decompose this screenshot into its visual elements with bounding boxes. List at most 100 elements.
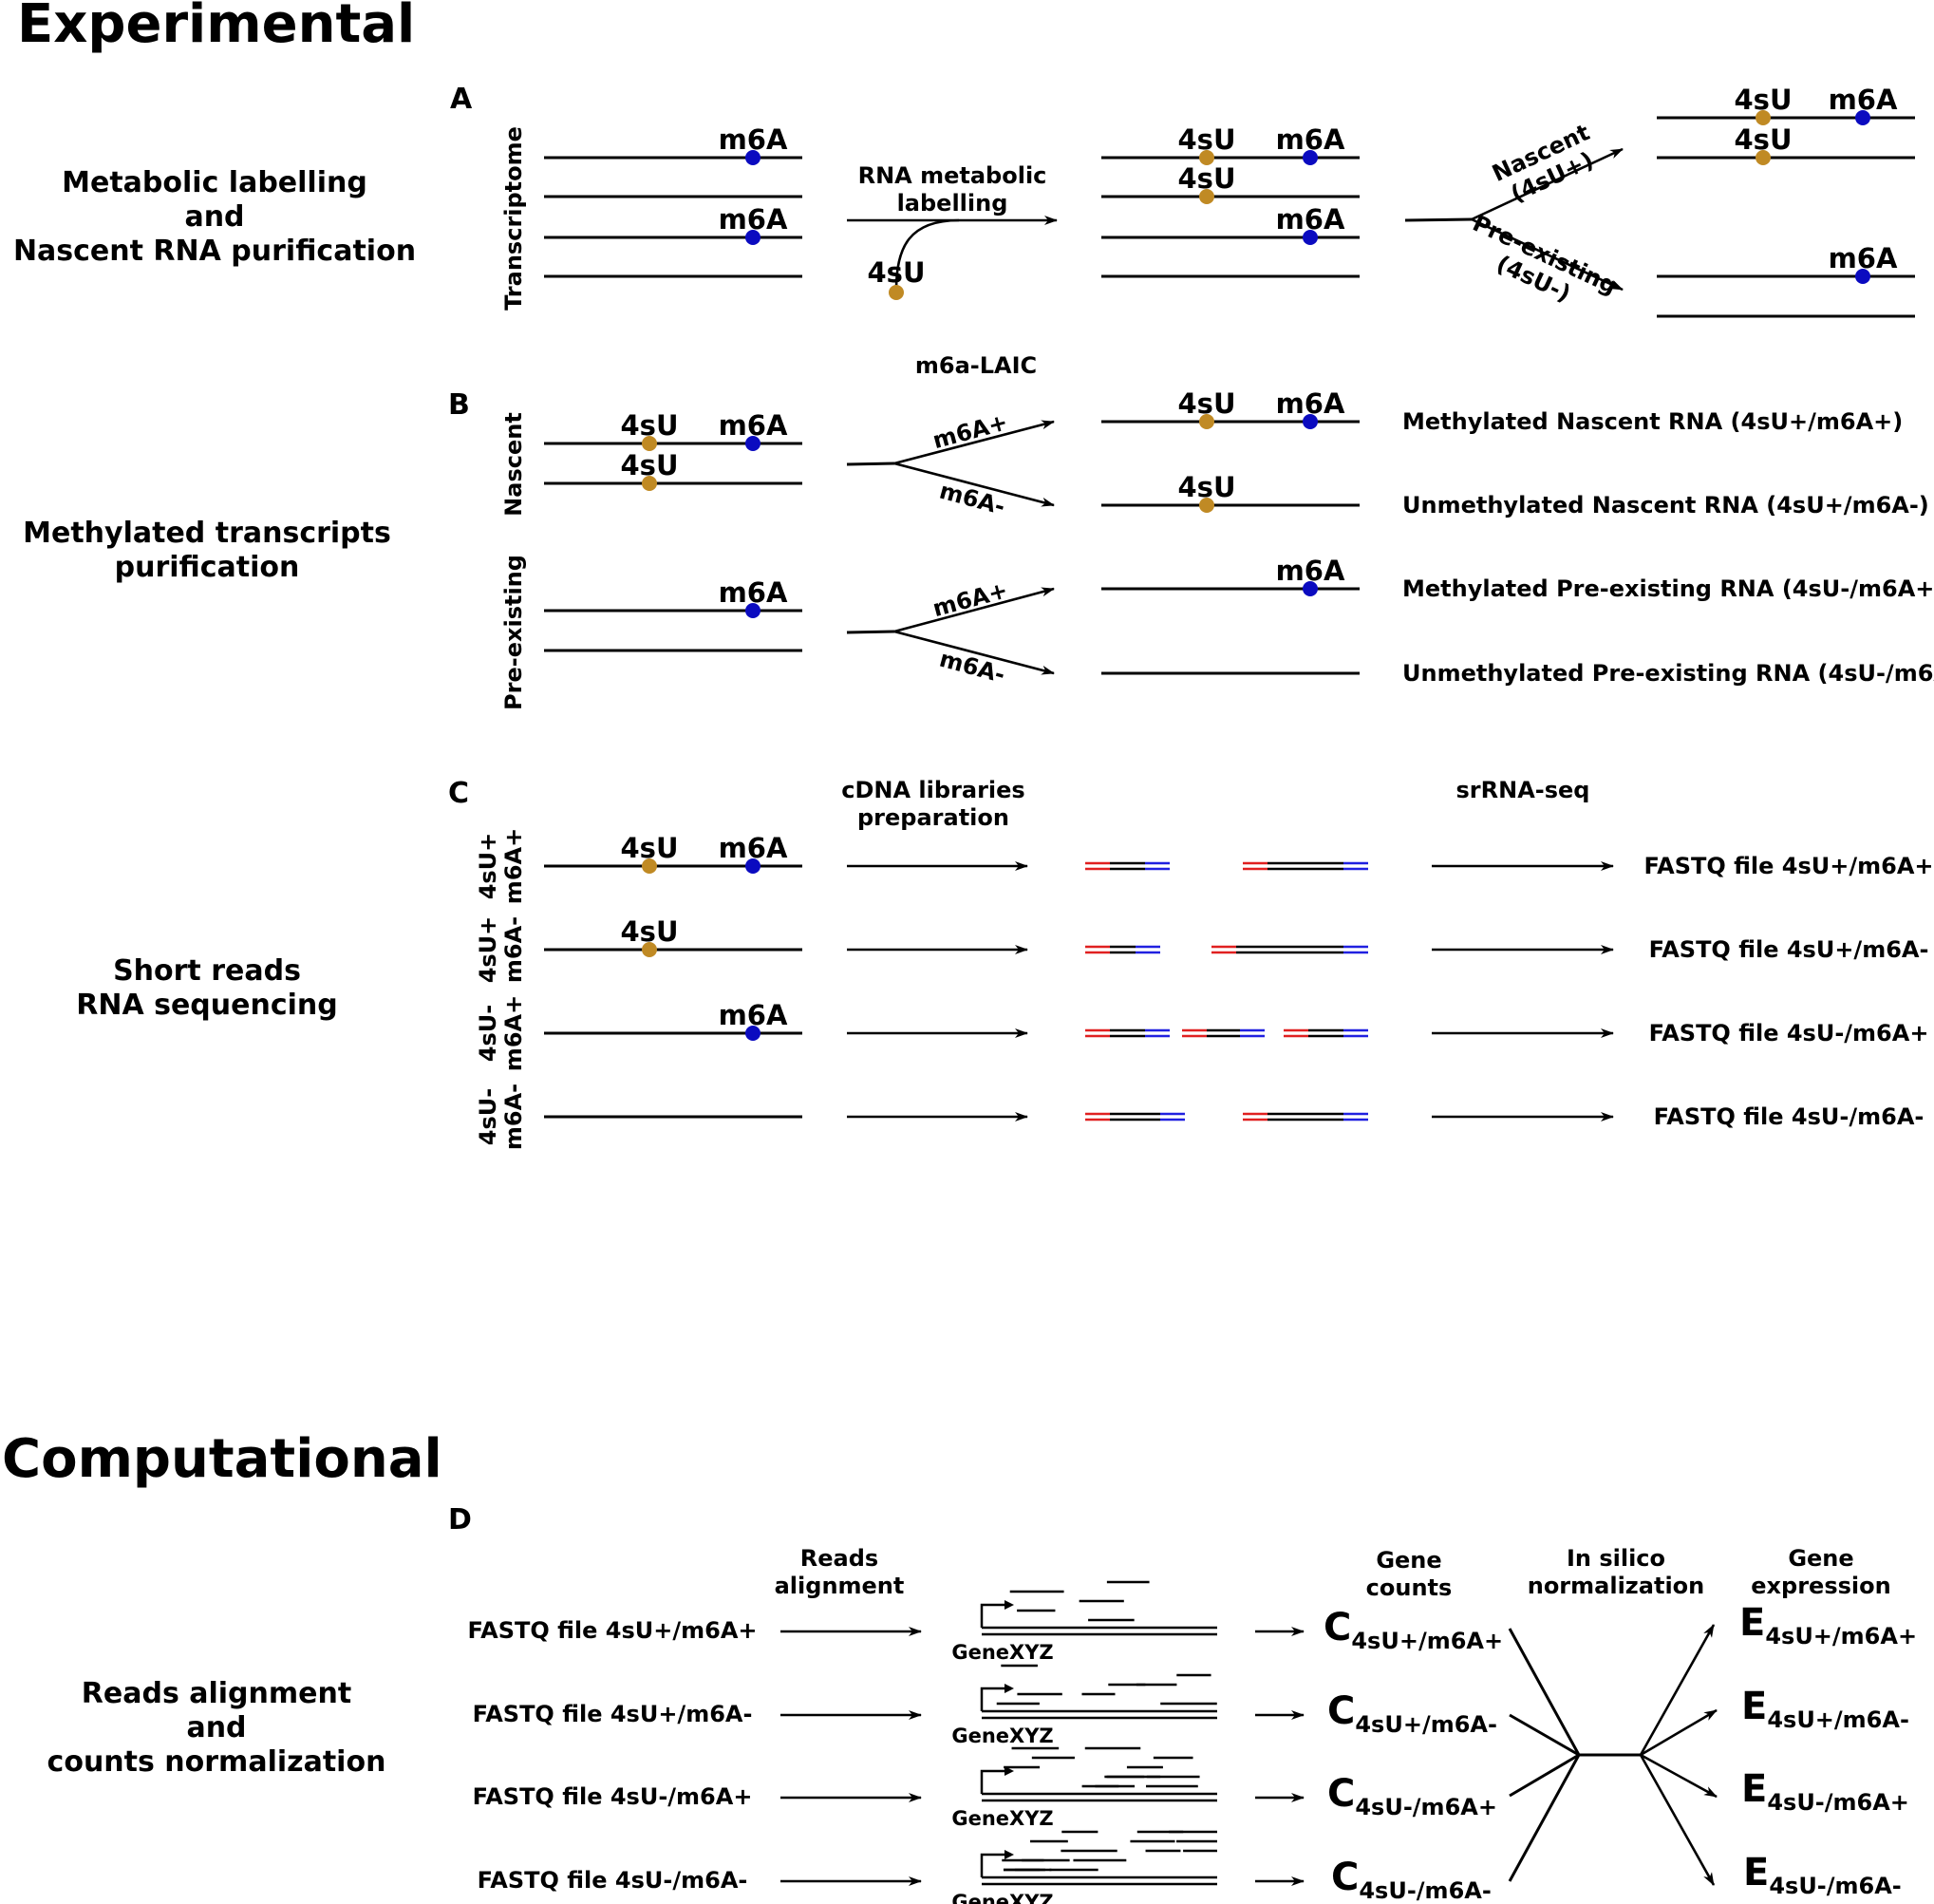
count-symbol: C (1331, 1856, 1359, 1899)
m6a-pos-arrow (893, 587, 1055, 633)
normalization-connector (1508, 1628, 1581, 1756)
stage-a-line-3: Nascent RNA purification (13, 235, 416, 268)
sequencing-read (1085, 1112, 1185, 1122)
count-subscript: 4sU-/m6A- (1359, 1877, 1491, 1904)
gene-name-label: GeneXYZ (951, 1725, 1053, 1747)
m6a-label: m6A (1276, 555, 1345, 587)
m6a-dot (745, 858, 760, 874)
stage-b-line-2: purification (115, 551, 300, 584)
gene-expression-label: E4sU-/m6A- (1743, 1851, 1902, 1899)
4su-label: 4sU (1178, 387, 1236, 420)
stage-c-line-2: RNA sequencing (76, 989, 338, 1022)
stage-label-d: Reads alignment and counts normalization (47, 1677, 386, 1779)
normalization-connector (1508, 1754, 1581, 1882)
m6a-label: m6A (1276, 203, 1345, 236)
expr-header-line-2: expression (1751, 1573, 1890, 1599)
4su-dot (642, 858, 657, 874)
tss-arrow-icon (980, 1603, 1008, 1628)
m6a-neg-arrow (893, 462, 1055, 507)
tss-arrowhead-icon (1005, 1766, 1014, 1776)
expression-symbol: E (1739, 1601, 1765, 1645)
stage-a-line-2: and (184, 200, 244, 234)
sequencing-reads (1085, 861, 1368, 1122)
m6a-label: m6A (719, 203, 788, 236)
expression-symbol: E (1741, 1767, 1767, 1811)
stage-d-line-1: Reads alignment (82, 1677, 351, 1710)
4su-label: 4sU (621, 832, 679, 864)
fastq-output-label: FASTQ file 4sU+/m6A+ (1643, 853, 1933, 879)
stage-b-line-1: Methylated transcripts (23, 517, 391, 550)
stage-a-line-1: Metabolic labelling (62, 166, 367, 199)
panel-b: m6a-LAIC Nascent Pre-existing 4sU m6A 4s… (500, 352, 1934, 710)
m6a-pos-label: m6A+ (929, 576, 1010, 622)
4su-label: 4sU (1178, 471, 1236, 503)
4su-dot (642, 942, 657, 957)
count-symbol: C (1327, 1689, 1355, 1733)
gene-expression-label: E4sU+/m6A- (1741, 1685, 1909, 1733)
4su-dot (1199, 189, 1214, 204)
gene-model: GeneXYZ (951, 1830, 1217, 1904)
expression-symbol: E (1741, 1685, 1767, 1728)
norm-header-line-1: In silico (1567, 1545, 1665, 1572)
sequencing-step-label: srRNA-seq (1456, 777, 1590, 803)
fraction-output-label: Methylated Nascent RNA (4sU+/m6A+) (1402, 408, 1903, 435)
stage-c-line-1: Short reads (113, 954, 301, 988)
4su-dot (1756, 110, 1771, 125)
split-stem (1404, 217, 1473, 222)
expression-subscript: 4sU+/m6A- (1767, 1706, 1909, 1733)
panel-label-d: D (448, 1503, 472, 1536)
stage-d-line-2: and (186, 1711, 246, 1744)
m6a-label: m6A (719, 832, 788, 864)
m6a-label: m6A (1829, 84, 1898, 116)
sequencing-read (1243, 1112, 1368, 1122)
gene-count-label: C4sU+/m6A- (1327, 1689, 1497, 1738)
tss-arrow-icon (980, 1687, 1008, 1711)
gene-count-label: C4sU-/m6A+ (1327, 1772, 1497, 1820)
sequencing-read (1284, 1028, 1368, 1038)
m6a-label: m6A (1276, 387, 1345, 420)
gene-model: GeneXYZ (951, 1664, 1217, 1747)
method-label: m6a-LAIC (915, 352, 1037, 379)
expr-header-line-1: Gene (1788, 1545, 1853, 1572)
split-stem (846, 462, 895, 466)
m6a-pos-arrow (893, 420, 1055, 465)
count-subscript: 4sU+/m6A- (1355, 1711, 1497, 1738)
group-label-nascent: Nascent (500, 412, 527, 517)
fastq-input-label: FASTQ file 4sU-/m6A+ (473, 1783, 753, 1810)
panel-d: Reads alignment Gene counts In silico no… (467, 1545, 1917, 1904)
row-label-4su: 4sU+ (475, 916, 501, 984)
fastq-input-label: FASTQ file 4sU-/m6A- (478, 1867, 748, 1894)
gene-count-label: C4sU-/m6A- (1331, 1856, 1492, 1904)
gene-model: GeneXYZ (951, 1746, 1217, 1830)
expression-subscript: 4sU-/m6A+ (1767, 1789, 1909, 1816)
4su-dot (1199, 414, 1214, 429)
norm-header-line-2: normalization (1528, 1573, 1705, 1599)
m6a-dot (1303, 230, 1318, 245)
heading-experimental: Experimental (17, 0, 415, 55)
4su-label: 4sU (1178, 162, 1236, 195)
4su-label: 4sU (621, 409, 679, 442)
row-label: 4sU- m6A- (475, 1084, 527, 1150)
counts-header-line-2: counts (1366, 1574, 1453, 1601)
preexisting-branch-arrow (1471, 217, 1624, 292)
expression-arrow (1639, 1624, 1716, 1756)
4su-dot (1199, 150, 1214, 165)
row-label-m6a: m6A- (500, 1084, 527, 1150)
nascent-branch-label: Nascent (4sU+) (1488, 119, 1597, 207)
expression-symbol: E (1743, 1851, 1769, 1895)
align-header-line-1: Reads (800, 1545, 878, 1572)
4su-label: 4sU (868, 256, 926, 289)
row-label-m6a: m6A+ (500, 828, 527, 904)
tss-arrowhead-icon (1005, 1850, 1014, 1859)
gene-name-label: GeneXYZ (951, 1891, 1053, 1904)
row-label-4su: 4sU- (475, 1088, 501, 1145)
gene-name-label: GeneXYZ (951, 1807, 1053, 1830)
m6a-pos-label: m6A+ (929, 408, 1010, 454)
sequencing-read (1182, 1028, 1265, 1038)
sequencing-read (1085, 861, 1170, 871)
preexisting-branch-label: Pre-existing (4sU-) (1469, 210, 1621, 308)
m6a-label: m6A (1276, 123, 1345, 156)
4su-dot (642, 436, 657, 451)
fraction-output-label: Unmethylated Pre-existing RNA (4sU-/m6A-… (1402, 660, 1934, 687)
